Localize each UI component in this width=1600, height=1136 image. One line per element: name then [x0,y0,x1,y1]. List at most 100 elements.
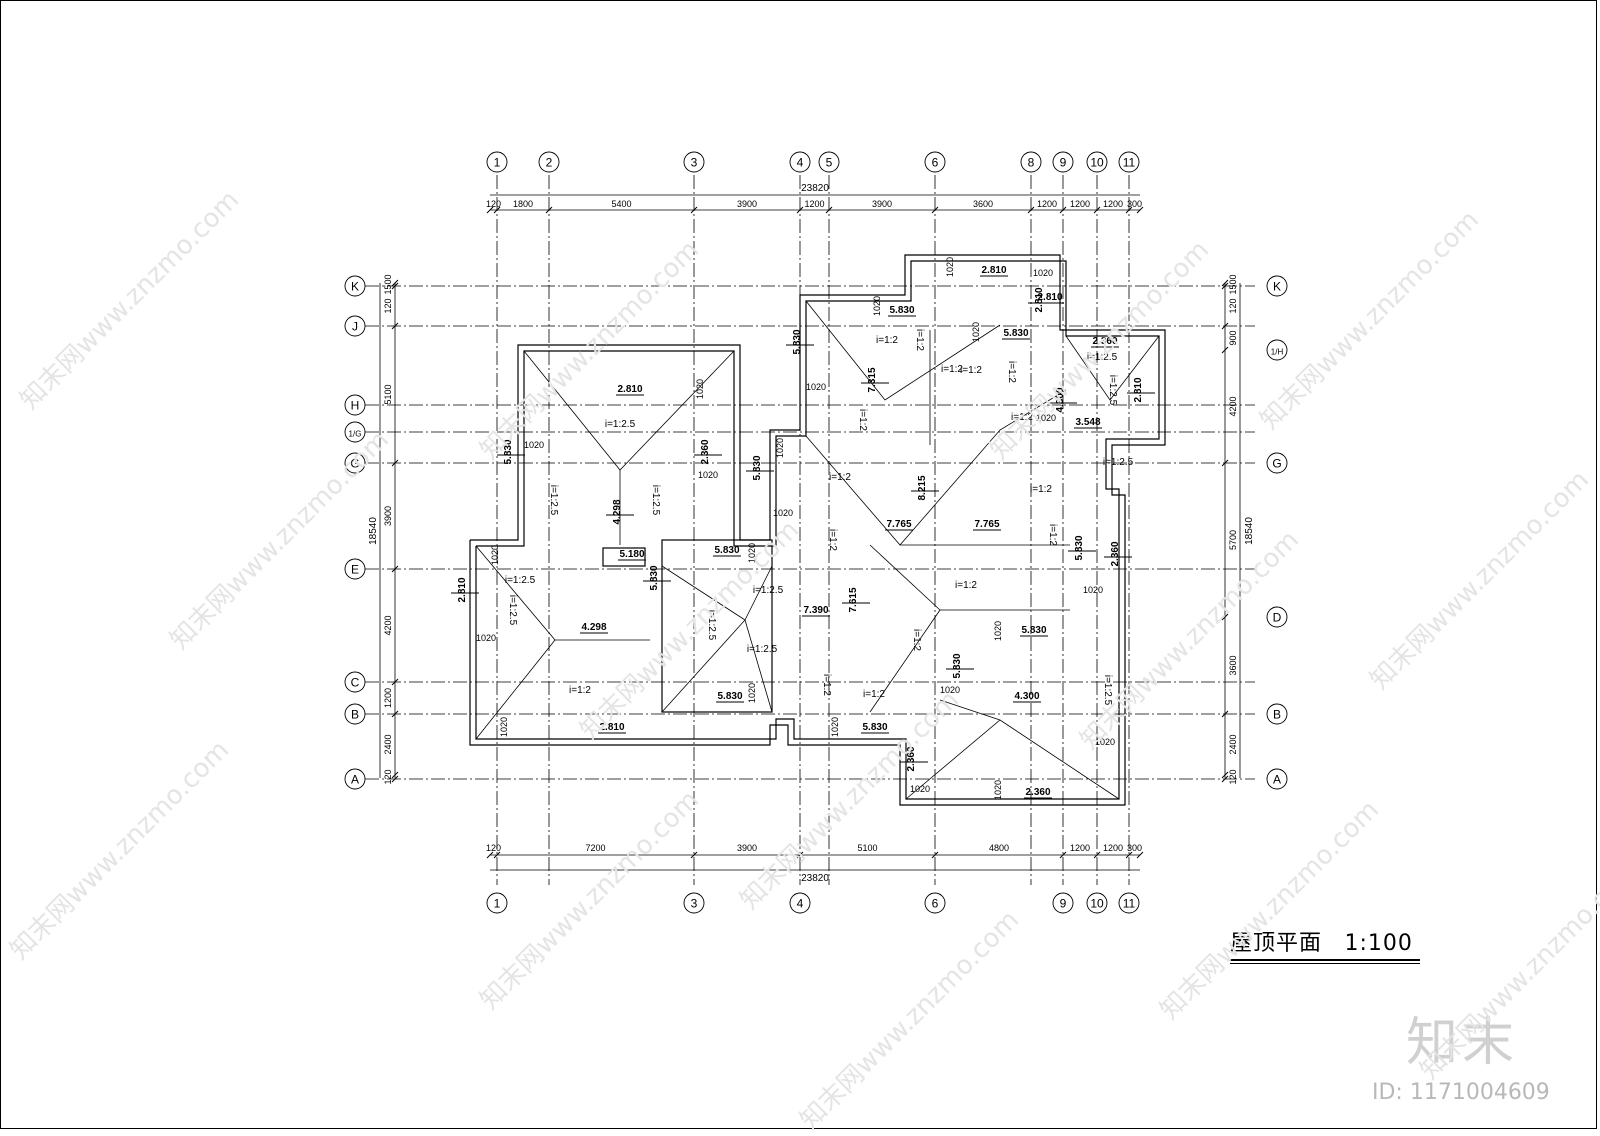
top-dim-value: 3600 [973,199,993,209]
axis-bubble-left-circle [344,558,366,580]
elevation-label: 5.830 [1074,535,1085,560]
elevation-label: 2.810 [1037,292,1062,303]
overhang-dim: 1020 [499,717,509,737]
elevation-label: 2.360 [1025,787,1050,798]
slope-label: i=1:2.5 [650,485,661,516]
bottom-total-dim: 23820 [801,873,829,884]
overhang-dim: 1020 [806,382,826,392]
bottom-dim-value: 5100 [857,843,877,853]
dim-tick [1221,775,1229,783]
overhang-dim: 1020 [747,543,757,563]
overhang-dim: 1020 [1033,268,1053,278]
dim-tick [1125,206,1133,214]
top-dim-value: 1200 [804,199,824,209]
dimension-ticks [391,206,1229,859]
axis-bubble-top: 1 [494,156,501,170]
elevation-label: 5.830 [792,329,803,354]
axis-bubble-top-circle [1052,151,1074,173]
axis-bubble-top-circle [486,151,508,173]
left-dim-value: 3900 [383,506,393,526]
overhang-dim: 1020 [910,784,930,794]
axis-bubble-top: 8 [1028,156,1035,170]
axis-bubble-right-circle [1266,606,1288,628]
top-dim-value: 3900 [872,199,892,209]
slope-label: i=1:2.5 [706,610,717,641]
right-total-dim: 18540 [1244,517,1255,545]
slope-label: i=1:2 [914,329,925,351]
axis-bubble-bottom: 10 [1090,897,1104,911]
axis-bubble-top: 4 [797,156,804,170]
top-dim-value: 300 [1127,199,1142,209]
dim-tick [391,710,399,718]
dim-tick [1221,282,1229,290]
axis-bubble-top-circle [1020,151,1042,173]
axis-bubble-top-circle [538,151,560,173]
dim-tick [493,851,501,859]
dim-tick [1136,206,1144,214]
axis-bubble-right: G [1272,457,1281,471]
axis-bubble-bottom: 1 [494,897,501,911]
top-dim-value: 1200 [1037,199,1057,209]
dim-tick [1125,851,1133,859]
axis-bubble-bottom-circle [683,892,705,914]
slope-label: i=1:2 [955,580,977,591]
elevation-label: 4.300 [1055,387,1066,412]
elevation-label: 2.810 [599,722,624,733]
dim-tick [493,206,501,214]
slope-label: i=1:2 [1047,524,1058,546]
axis-bubble-top-circle [1118,151,1140,173]
dim-tick [690,206,698,214]
slope-label: i=1:2.5 [1102,675,1113,706]
top-dim-value: 1200 [1103,199,1123,209]
slope-label: i=1:2 [827,529,838,551]
dim-tick [1221,322,1229,330]
elevation-label: 5.830 [752,455,763,480]
dim-tick [391,279,399,287]
axis-bubble-bottom: 4 [797,897,804,911]
left-dim-value: 4200 [383,615,393,635]
dim-tick [1093,851,1101,859]
dim-tick [1093,206,1101,214]
overhang-dim: 1020 [490,545,500,565]
brand-logo: 知末 [1406,1013,1519,1073]
left-dim-value: 120 [383,298,393,313]
left-dim-value: 120 [383,769,393,784]
elevation-label: 2.810 [617,384,642,395]
axis-bubble-right: D [1273,611,1282,625]
slope-label: i=1:2 [1030,484,1052,495]
slope-label: i=1:2.5 [505,575,536,586]
axis-bubble-right: K [1273,280,1281,294]
axis-bubble-left: J [352,320,358,334]
bottom-dim-value: 1200 [1070,843,1090,853]
overhang-dim: 1020 [830,717,840,737]
top-dim-value: 3900 [737,199,757,209]
dim-tick [1221,710,1229,718]
drawing-title: 屋顶平面 [1230,931,1323,956]
elevation-label: 2.810 [1133,377,1144,402]
image-id: ID: 1171004609 [1372,1080,1550,1105]
right-dim-value: 900 [1228,330,1238,345]
dim-tick [1221,771,1229,779]
slope-label: i=1:2 [821,674,832,696]
axis-bubble-right: A [1273,773,1281,787]
slope-label: i=1:2 [857,409,868,431]
elevation-label: 3.548 [1075,417,1100,428]
left-dim-value: 2400 [383,734,393,754]
axis-bubble-top: 9 [1060,156,1067,170]
axis-bubble-bottom: 3 [691,897,698,911]
dim-tick [1027,206,1035,214]
elevation-label: 7.765 [886,519,911,530]
axis-bubble-left: K [351,280,359,294]
axis-bubble-bottom-circle [486,892,508,914]
slope-label: i=1:2.5 [747,644,778,655]
elevation-label: 2.810 [457,577,468,602]
axis-bubble-top: 2 [546,156,553,170]
dim-tick [391,282,399,290]
slope-label: i=1:2.5 [548,485,559,516]
elevation-label: 5.830 [649,565,660,590]
dim-tick [931,206,939,214]
overhang-dim: 1020 [945,257,955,277]
title-underline [1230,959,1420,961]
elevation-label: 7.615 [848,587,859,612]
